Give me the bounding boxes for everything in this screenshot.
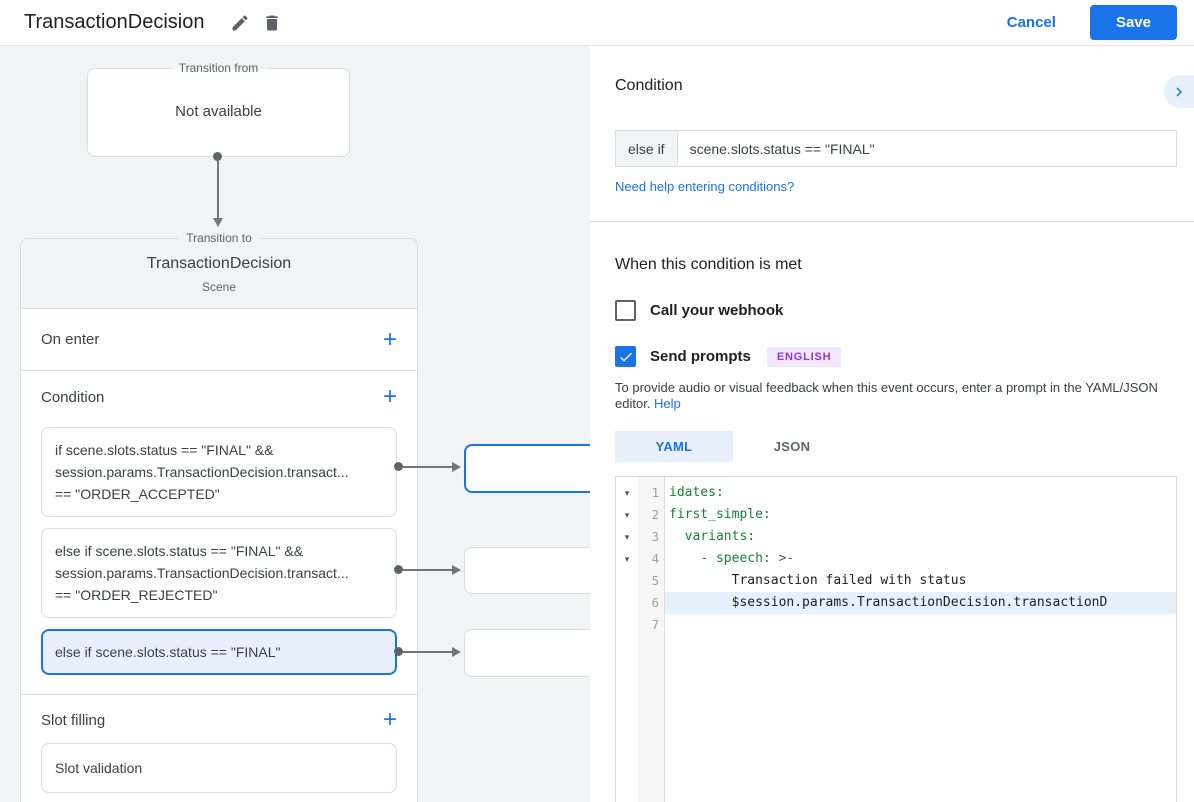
transition-to-node: Transition to TransactionDecision Scene … xyxy=(20,231,418,802)
page-title: TransactionDecision xyxy=(24,11,205,33)
scene-subtitle: Scene xyxy=(201,280,237,294)
condition-prefix: else if xyxy=(615,130,678,167)
connector-line xyxy=(403,466,453,468)
top-bar: TransactionDecision Cancel Save xyxy=(0,0,1194,46)
code-line[interactable]: idates: xyxy=(669,485,724,500)
connector-line xyxy=(403,651,453,653)
line-number: 3 xyxy=(651,530,659,544)
condition-detail-panel: Condition else if Need help entering con… xyxy=(590,46,1194,802)
slot-validation-card[interactable]: Slot validation xyxy=(41,743,397,793)
line-number: 6 xyxy=(651,596,659,610)
fold-arrow-icon[interactable]: ▾ xyxy=(624,510,630,520)
connector-dot xyxy=(394,647,403,656)
fold-arrow-icon[interactable]: ▾ xyxy=(624,554,630,564)
line-number: 4 xyxy=(651,552,659,566)
condition-input[interactable] xyxy=(677,130,1177,167)
line-number: 7 xyxy=(651,618,659,632)
connector-line xyxy=(217,161,219,218)
condition-input-row: else if xyxy=(615,130,1177,167)
save-button[interactable]: Save xyxy=(1089,5,1177,40)
line-number: 1 xyxy=(651,486,659,500)
transition-from-legend: Transition from xyxy=(170,61,267,76)
on-enter-section: On enter + xyxy=(21,309,417,371)
webhook-row: Call your webhook xyxy=(615,300,1177,321)
when-condition-heading: When this condition is met xyxy=(615,256,802,273)
connector-dot xyxy=(394,565,403,574)
transition-target-box[interactable] xyxy=(464,444,590,493)
edit-button[interactable] xyxy=(224,7,256,39)
condition-card-list: if scene.slots.status == "FINAL" &&sessi… xyxy=(41,427,397,675)
code-line[interactable]: Transaction failed with status xyxy=(669,573,967,588)
condition-card[interactable]: if scene.slots.status == "FINAL" &&sessi… xyxy=(41,427,397,517)
line-number: 5 xyxy=(651,574,659,588)
code-line[interactable]: - speech: >- xyxy=(700,551,795,566)
collapse-panel-button[interactable] xyxy=(1164,75,1194,108)
yaml-code-editor[interactable]: ▾ ▾ ▾ ▾ 1 2 3 4 5 6 7 idates: first_simple: varian… xyxy=(615,476,1177,802)
transition-to-legend: Transition to xyxy=(178,231,260,246)
help-link[interactable]: Help xyxy=(654,396,681,411)
arrow-right-icon xyxy=(452,565,461,575)
add-condition-button[interactable]: + xyxy=(382,383,397,410)
condition-heading: Condition xyxy=(615,77,683,94)
delete-button[interactable] xyxy=(256,7,288,39)
transition-target-box[interactable] xyxy=(464,629,590,677)
condition-section: Condition + if scene.slots.status == "FI… xyxy=(21,371,417,695)
scene-header: TransactionDecision Scene xyxy=(21,239,417,309)
connector-dot xyxy=(213,152,222,161)
call-webhook-checkbox[interactable] xyxy=(615,300,636,321)
code-line[interactable]: $session.params.TransactionDecision.tran… xyxy=(665,592,1176,614)
fold-gutter: ▾ ▾ ▾ ▾ xyxy=(616,477,638,802)
divider xyxy=(590,221,1194,222)
connector-line xyxy=(403,569,453,571)
transition-from-value: Not available xyxy=(175,103,262,120)
slot-filling-section: Slot filling + Slot validation xyxy=(21,695,417,793)
cancel-button[interactable]: Cancel xyxy=(991,6,1072,39)
code-area[interactable]: idates: first_simple: variants: - speech:… xyxy=(665,477,1176,802)
prompt-description: To provide audio or visual feedback when… xyxy=(615,380,1158,411)
line-number: 2 xyxy=(651,508,659,522)
chevron-right-icon xyxy=(1170,83,1188,101)
tab-json[interactable]: JSON xyxy=(773,439,811,454)
condition-section-label: Condition xyxy=(41,388,105,406)
language-badge: ENGLISH xyxy=(766,346,842,367)
check-icon xyxy=(618,349,634,365)
scene-title: TransactionDecision xyxy=(146,255,292,272)
call-webhook-label: Call your webhook xyxy=(650,302,784,319)
on-enter-label: On enter xyxy=(41,331,100,348)
line-number-gutter: 1 2 3 4 5 6 7 xyxy=(638,477,665,802)
conditions-help-link[interactable]: Need help entering conditions? xyxy=(615,179,795,194)
transition-from-node[interactable]: Transition from Not available xyxy=(87,61,350,157)
editor-tabs: YAML JSON xyxy=(615,431,1177,462)
send-prompts-label: Send prompts xyxy=(650,348,751,365)
add-slot-button[interactable]: + xyxy=(382,706,397,733)
arrow-right-icon xyxy=(452,462,461,472)
code-line[interactable] xyxy=(665,614,1176,636)
code-line[interactable]: first_simple: xyxy=(669,507,771,522)
fold-arrow-icon[interactable]: ▾ xyxy=(624,488,630,498)
code-line[interactable]: variants: xyxy=(684,529,756,544)
slot-filling-label: Slot filling xyxy=(41,711,106,729)
send-prompts-row: Send prompts ENGLISH xyxy=(615,346,1177,367)
tab-yaml[interactable]: YAML xyxy=(615,431,733,462)
scene-diagram-canvas: Transition from Not available Transition… xyxy=(0,46,590,802)
arrow-down-icon xyxy=(213,218,223,227)
pencil-icon xyxy=(230,13,250,33)
trash-icon xyxy=(262,13,282,33)
arrow-right-icon xyxy=(452,647,461,657)
connector-dot xyxy=(394,462,403,471)
send-prompts-checkbox[interactable] xyxy=(615,346,636,367)
add-on-enter-button[interactable]: + xyxy=(382,325,397,353)
fold-arrow-icon[interactable]: ▾ xyxy=(624,532,630,542)
transition-target-box[interactable] xyxy=(464,547,590,594)
condition-card[interactable]: else if scene.slots.status == "FINAL" xyxy=(41,629,397,675)
condition-card[interactable]: else if scene.slots.status == "FINAL" &&… xyxy=(41,528,397,618)
